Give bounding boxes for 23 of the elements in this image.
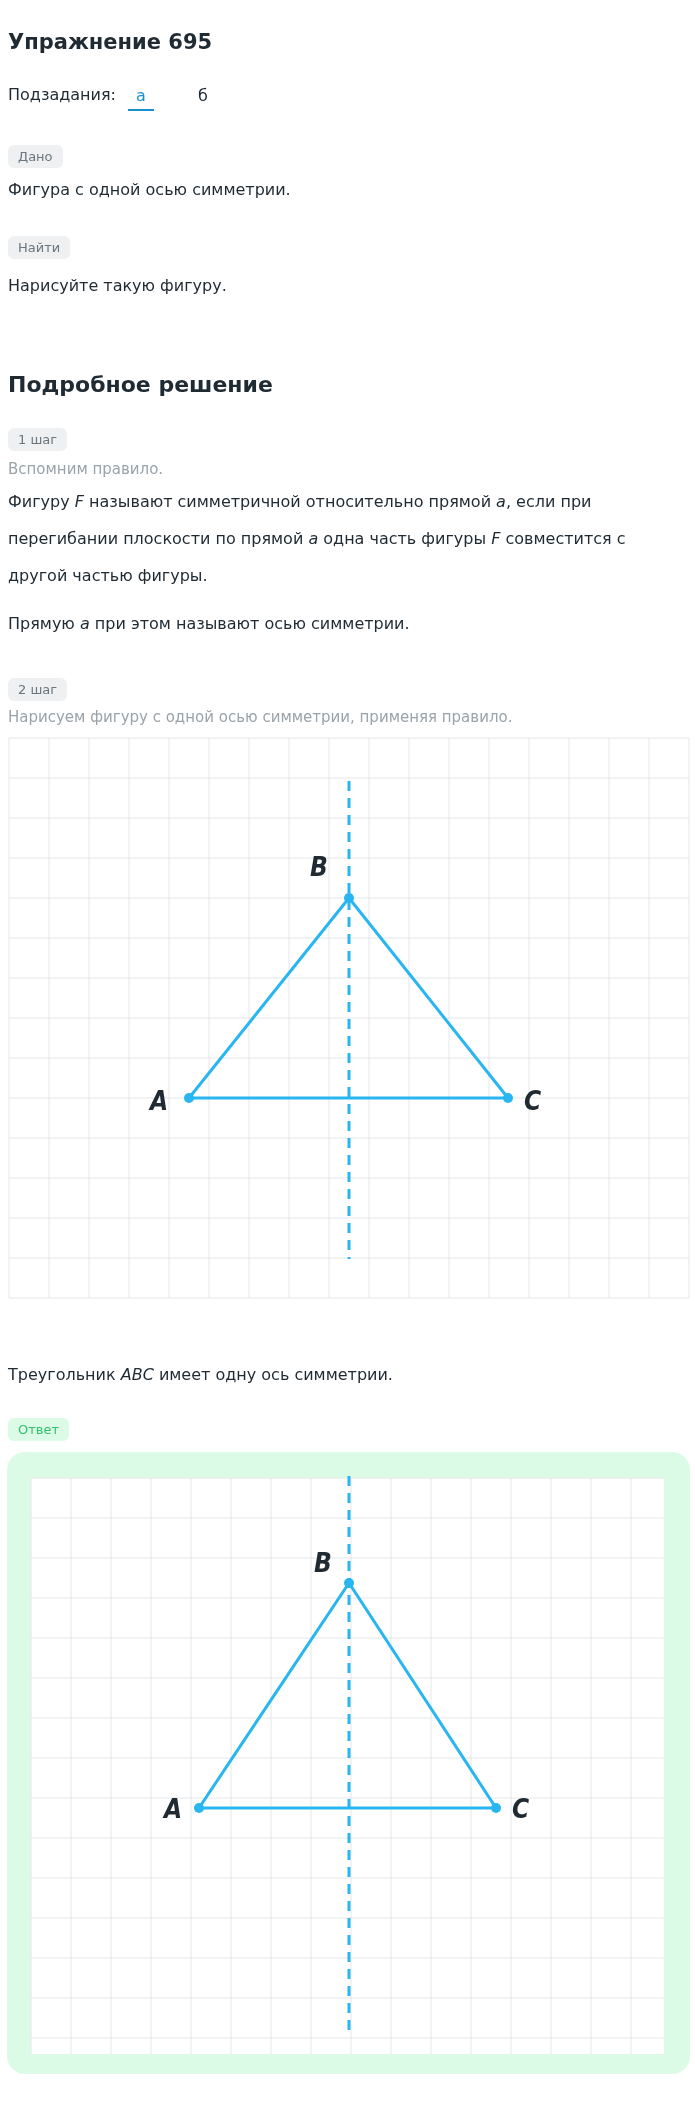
exercise-title: Упражнение 695: [8, 30, 213, 54]
point-label: C: [524, 1086, 542, 1116]
paragraph: Фигуру F называют симметричной относительно прямой a, если при перегибании плоскости по прямой a одна часть фигуры F совместится с другой частью фигуры.: [8, 491, 627, 587]
point-label: A: [150, 1086, 169, 1116]
section-heading: Подробное решение: [8, 372, 273, 397]
paragraph: Нарисуйте такую фигуру.: [8, 276, 227, 295]
paragraph: Фигура с одной осью симметрии.: [8, 180, 291, 199]
answer-tag: Ответ: [8, 1418, 70, 1441]
subtask-label: Подзадания:: [8, 85, 116, 104]
point-label: C: [512, 1794, 530, 1824]
section-tag: Дано: [8, 145, 63, 168]
section-tag: Найти: [8, 236, 71, 259]
section-tag: 2 шаг: [8, 678, 68, 701]
paragraph: Треугольник ABC имеет одну ось симметрии.: [8, 1364, 394, 1386]
point-label: B: [310, 852, 328, 882]
point-label: A: [164, 1794, 183, 1824]
tab: а: [128, 82, 154, 111]
point-label: B: [314, 1548, 332, 1578]
paragraph: Прямую a при этом называют осью симметрии.: [8, 613, 411, 635]
tab: б: [190, 82, 216, 109]
hint-text: Вспомним правило.: [8, 460, 164, 478]
hint-text: Нарисуем фигуру с одной осью симметрии, применяя правило.: [8, 708, 513, 726]
section-tag: 1 шаг: [8, 428, 68, 451]
